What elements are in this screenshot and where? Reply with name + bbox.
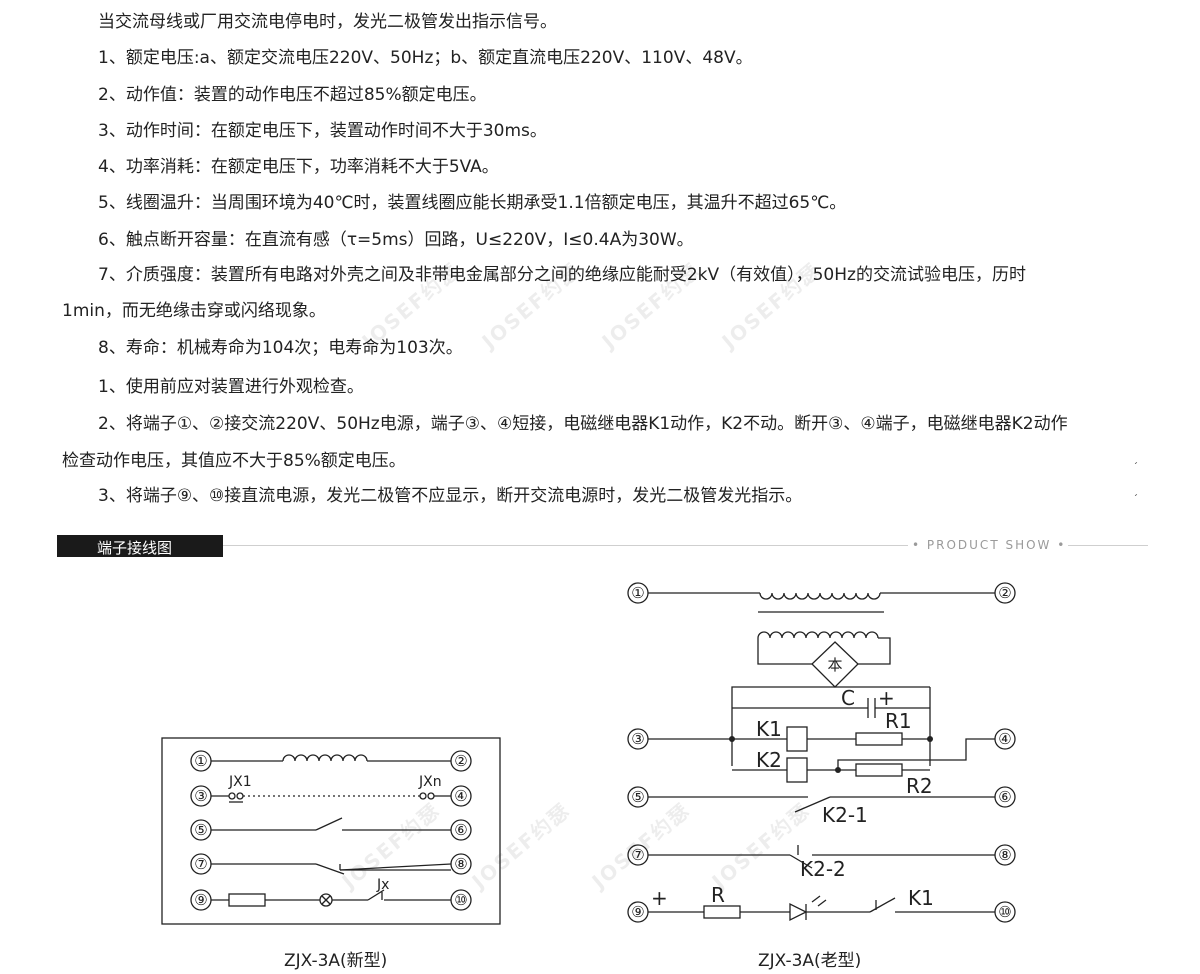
r1-label: R1 (885, 709, 912, 733)
terminal-5-label: ⑤ (194, 821, 207, 839)
transformer-primary (759, 592, 881, 600)
terminal-9-label: ⑨ (631, 903, 644, 921)
resistor-r1 (855, 732, 903, 746)
terminal-3-label: ③ (631, 730, 644, 748)
transformer-secondary (757, 631, 879, 639)
section-title: 端子接线图 (97, 539, 173, 557)
jx1-label: JX1 (228, 774, 252, 790)
intro-text: 当交流母线或厂用交流电停电时，发光二极管发出指示信号。 (98, 12, 557, 32)
k1-label: K1 (756, 717, 782, 741)
spec-lifetime: 8、寿命：机械寿命为104次；电寿命为103次。 (98, 338, 463, 358)
caption-new-type: ZJX-3A(新型) (284, 951, 388, 971)
terminal-9-label: ⑨ (194, 891, 207, 909)
k1-contact-label: K1 (908, 886, 934, 910)
terminal-5-label: ⑤ (631, 788, 644, 806)
capacitor-plus-label: + (878, 686, 895, 710)
usage-step-3: 3、将端子⑨、⑩接直流电源，发光二极管不应显示，断开交流电源时，发光二极管发光指… (98, 486, 803, 506)
capacitor-label: C (841, 686, 855, 710)
resistor-r2 (855, 763, 903, 777)
terminal-2-label: ② (454, 752, 467, 770)
terminal-1-label: ① (631, 584, 644, 602)
relay-coil-k2 (786, 757, 808, 783)
spec-rated-voltage: 1、额定电压:a、额定交流电压220V、50Hz；b、额定直流电压220V、11… (98, 48, 753, 68)
led-icon (789, 902, 808, 922)
section-header: 端子接线图 (57, 535, 223, 557)
k2-1-label: K2-1 (822, 803, 868, 827)
edge-mark: ˊ (1133, 494, 1138, 505)
terminal-4-label: ④ (454, 787, 467, 805)
terminal-6-label: ⑥ (454, 821, 467, 839)
spec-dielectric-strength-cont: 1min，而无绝缘击穿或闪络现象。 (62, 301, 326, 321)
terminal-8-label: ⑧ (454, 855, 467, 873)
caption-old-type: ZJX-3A(老型) (758, 951, 862, 971)
spec-power-consumption: 4、功率消耗：在额定电压下，功率消耗不大于5VA。 (98, 157, 499, 177)
terminal-8-label: ⑧ (998, 846, 1011, 864)
terminal-6-label: ⑥ (998, 788, 1011, 806)
terminal-10-label: ⑩ (454, 891, 467, 909)
usage-step-2: 2、将端子①、②接交流220V、50Hz电源，端子③、④短接，电磁继电器K1动作… (98, 414, 1068, 434)
terminal-2-label: ② (998, 584, 1011, 602)
spec-coil-temperature: 5、线圈温升：当周围环境为40℃时，装置线圈应能长期承受1.1倍额定电压，其温升… (98, 193, 847, 213)
k2-2-label: K2-2 (800, 857, 846, 881)
junction-dot (835, 767, 841, 773)
k2-label: K2 (756, 748, 782, 772)
resistor-r (703, 905, 741, 919)
edge-mark: ˊ (1133, 462, 1138, 473)
usage-step-1: 1、使用前应对装置进行外观检查。 (98, 377, 364, 397)
section-divider (223, 545, 908, 546)
bridge-label: 本 (827, 656, 842, 674)
product-show-tag: • PRODUCT SHOW • (912, 538, 1067, 552)
terminal-1-label: ① (194, 752, 207, 770)
junction-dot (927, 736, 933, 742)
r2-label: R2 (906, 774, 933, 798)
terminal-7-label: ⑦ (631, 846, 644, 864)
terminal-7-label: ⑦ (194, 855, 207, 873)
junction-dot (729, 736, 735, 742)
spec-operating-time: 3、动作时间：在额定电压下，装置动作时间不大于30ms。 (98, 121, 547, 141)
terminal-10-label: ⑩ (998, 903, 1011, 921)
relay-coil-k1 (786, 726, 808, 752)
diagram-frame (161, 737, 501, 925)
coil-winding (282, 754, 368, 762)
terminal-4-label: ④ (998, 730, 1011, 748)
section-divider (1068, 545, 1148, 546)
spec-operating-value: 2、动作值：装置的动作电压不超过85%额定电压。 (98, 85, 487, 105)
spec-dielectric-strength: 7、介质强度：装置所有电路对外壳之间及非带电金属部分之间的绝缘应能耐受2kV（有… (98, 265, 1026, 285)
terminal-3-label: ③ (194, 787, 207, 805)
jx-label: Jx (376, 877, 389, 893)
plus-label: + (651, 886, 668, 910)
spec-contact-capacity: 6、触点断开容量：在直流有感（τ=5ms）回路，U≤220V，I≤0.4A为30… (98, 230, 694, 250)
usage-step-2-cont: 检查动作电压，其值应不大于85%额定电压。 (62, 451, 406, 471)
r-label: R (711, 883, 725, 907)
jxn-label: JXn (418, 774, 442, 790)
